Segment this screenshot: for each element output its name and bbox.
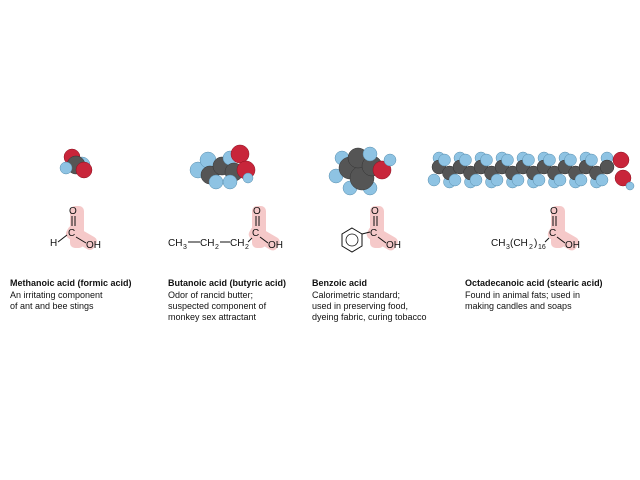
butanoic-structural-formula: CH 3 CH 2 CH 2 C O OH — [168, 206, 283, 251]
atom-o: O — [550, 206, 558, 217]
acid-name: Butanoic acid (butyric acid) — [168, 278, 287, 288]
acid-name: Benzoic acid — [312, 278, 368, 288]
svg-text:2: 2 — [245, 244, 249, 251]
acid-description: Calorimetric standard; used in preservin… — [312, 290, 427, 323]
description-line: used in preserving food, — [312, 301, 409, 311]
hydrogen-atom — [469, 173, 483, 187]
hydrogen-atom — [522, 153, 535, 167]
acid-panel-butanoic: CH 3 CH 2 CH 2 C O OH Butanoic acid (but… — [168, 130, 308, 360]
description-line: dyeing fabric, curing tobacco — [312, 312, 427, 322]
methanoic-structural-formula: H C O OH — [50, 206, 101, 251]
oxygen-atom — [612, 151, 630, 169]
acid-description: Found in animal fats; used in making can… — [465, 290, 580, 312]
group-ch2: CH — [230, 238, 244, 249]
atom-c: C — [68, 228, 75, 239]
butanoic-space-filling-model — [189, 144, 256, 190]
carbon-atom — [599, 159, 615, 175]
description-line: Calorimetric standard; — [312, 290, 401, 300]
hydrogen-atom — [511, 173, 525, 187]
hydrogen-atom — [595, 173, 609, 187]
methanoic-space-filling-model — [59, 148, 93, 179]
hydrogen-atom — [448, 173, 462, 187]
description-line: suspected component of — [168, 301, 267, 311]
octadecanoic-space-filling-model — [427, 151, 635, 191]
oxygen-atom — [614, 169, 632, 187]
description-line: of ant and bee stings — [10, 301, 94, 311]
octadecanoic-structural-formula: CH 3 (CH 2 ) 16 C O OH — [491, 206, 580, 251]
svg-text:3: 3 — [183, 244, 187, 251]
benzoic-structural-formula: C O OH — [341, 206, 401, 253]
hydrogen-atom — [532, 173, 546, 187]
atom-o: O — [253, 206, 261, 217]
acid-panel-methanoic: H C O OH Methanoic acid (formic acid) An… — [10, 130, 160, 360]
description-line: Odor of rancid butter; — [168, 290, 254, 300]
hydrogen-atom — [574, 173, 588, 187]
hydrogen-atom — [459, 153, 472, 167]
atom-oh: OH — [268, 240, 283, 251]
hydrogen-atom — [543, 153, 556, 167]
svg-text:3: 3 — [506, 244, 510, 251]
description-line: Found in animal fats; used in — [465, 290, 581, 300]
acid-panel-benzoic: C O OH Benzoic acid Calorimetric standar… — [312, 130, 452, 360]
hydrogen-atom — [427, 173, 441, 187]
atom-oh: OH — [386, 240, 401, 251]
acid-panel-octadecanoic: CH 3 (CH 2 ) 16 C O OH Octadecanoic acid… — [425, 130, 635, 360]
hydrogen-atom — [625, 181, 635, 191]
svg-text:): ) — [534, 238, 537, 249]
svg-text:2: 2 — [529, 244, 533, 251]
acid-description: An irritating component of ant and bee s… — [10, 290, 103, 312]
benzoic-space-filling-model — [328, 146, 397, 196]
atom-c: C — [252, 228, 259, 239]
hydrogen-atom — [501, 153, 514, 167]
group-ch2: CH — [200, 238, 214, 249]
atom-h: H — [50, 238, 57, 249]
atom-o: O — [371, 206, 379, 217]
hydrogen-atom — [585, 153, 598, 167]
svg-text:2: 2 — [215, 244, 219, 251]
benzene-ring-icon — [341, 227, 363, 253]
hydrogen-atom — [438, 153, 451, 167]
description-line: making candles and soaps — [465, 301, 572, 311]
hydrogen-atom — [553, 173, 567, 187]
atom-oh: OH — [86, 240, 101, 251]
hydrogen-atom — [480, 153, 493, 167]
atom-o: O — [69, 206, 77, 217]
atom-oh: OH — [565, 240, 580, 251]
acid-description: Odor of rancid butter; suspected compone… — [168, 290, 266, 323]
svg-text:16: 16 — [538, 244, 546, 251]
atom-c: C — [370, 228, 377, 239]
description-line: monkey sex attractant — [168, 312, 257, 322]
hydrogen-atom — [564, 153, 577, 167]
atom-c: C — [549, 228, 556, 239]
group-ch2-repeat: (CH — [510, 238, 528, 249]
acid-name: Octadecanoic acid (stearic acid) — [465, 278, 603, 288]
group-ch3: CH — [491, 238, 505, 249]
acid-name: Methanoic acid (formic acid) — [10, 278, 132, 288]
group-ch3: CH — [168, 238, 182, 249]
hydrogen-atom — [490, 173, 504, 187]
description-line: An irritating component — [10, 290, 103, 300]
